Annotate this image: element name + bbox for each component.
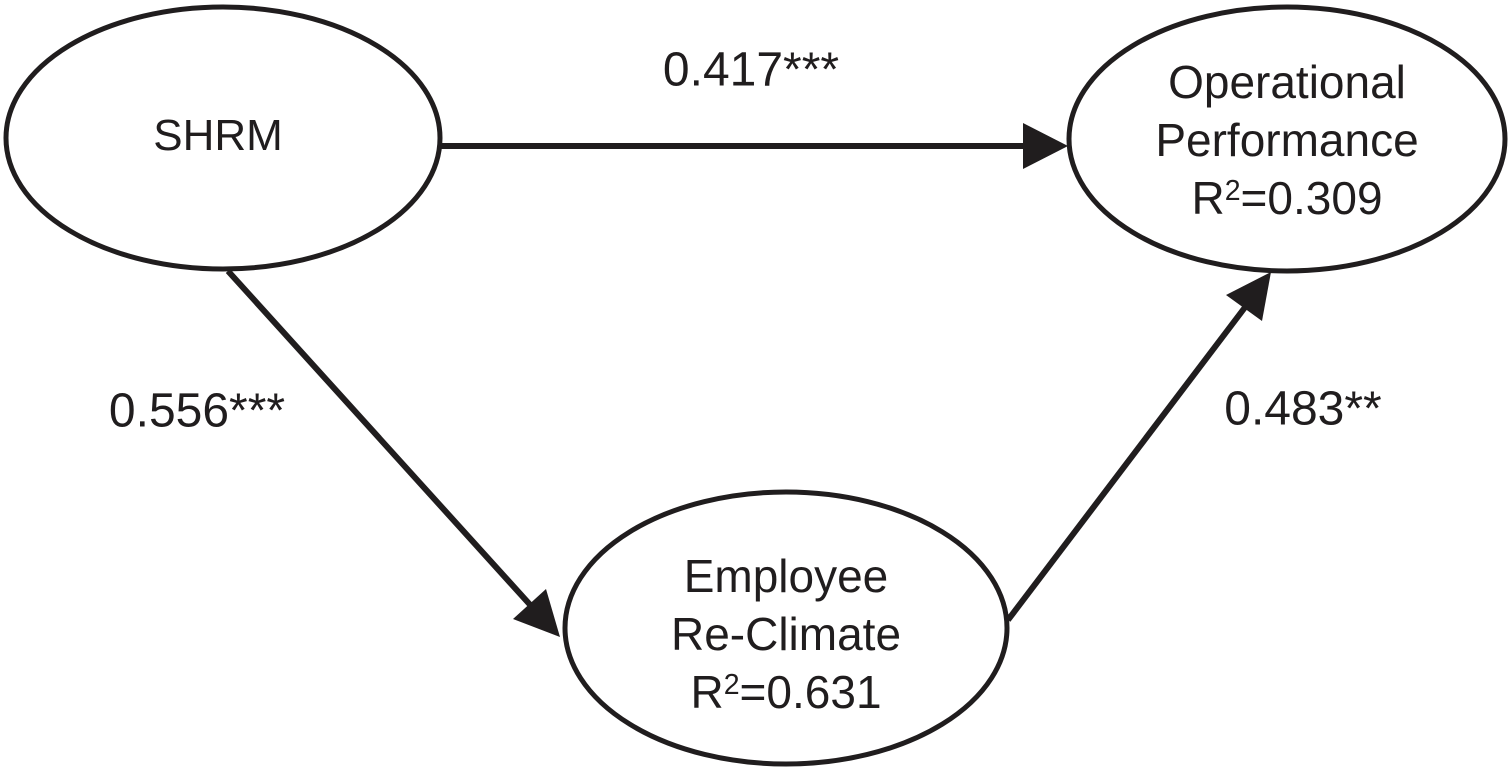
shrm-node-ellipse: [3, 4, 443, 272]
employee-re-climate-r2-base: R: [690, 666, 724, 718]
operational-performance-r2: R2=0.309: [1155, 169, 1418, 227]
coefficient-shrm-to-employee: 0.556***: [108, 384, 286, 438]
operational-performance-node-ellipse: [1066, 4, 1508, 274]
path-shrm-to-employee-line: [225, 268, 536, 611]
shrm-node-label: SHRM: [153, 107, 283, 165]
path-employee-to-operational-line: [1005, 304, 1249, 622]
operational-performance-r2-value: =0.309: [1240, 172, 1383, 224]
employee-re-climate-title-line1: Employee: [683, 550, 889, 602]
employee-re-climate-r2: R2=0.631: [671, 663, 901, 721]
operational-performance-title-line1: Operational: [1168, 56, 1406, 108]
employee-re-climate-r2-value: =0.631: [739, 666, 882, 718]
coefficient-shrm-to-operational: 0.417***: [662, 43, 840, 97]
operational-performance-node-label: Operational Performance R2=0.309: [1155, 53, 1418, 227]
operational-performance-r2-superscript: 2: [1224, 174, 1241, 207]
path-employee-to-operational-arrowhead: [1226, 272, 1271, 321]
path-shrm-to-employee-arrowhead: [513, 589, 560, 637]
operational-performance-title-line2: Performance: [1155, 114, 1419, 166]
employee-re-climate-node-ellipse: [562, 489, 1010, 767]
employee-re-climate-r2-superscript: 2: [723, 668, 740, 701]
shrm-node-title: SHRM: [153, 111, 283, 160]
coefficient-employee-to-operational: 0.483**: [1224, 382, 1382, 436]
operational-performance-r2-base: R: [1191, 172, 1225, 224]
path-shrm-to-operational-arrowhead: [1023, 123, 1068, 169]
employee-re-climate-title-line2: Re-Climate: [670, 608, 902, 660]
employee-re-climate-node-label: Employee Re-Climate R2=0.631: [671, 547, 901, 721]
